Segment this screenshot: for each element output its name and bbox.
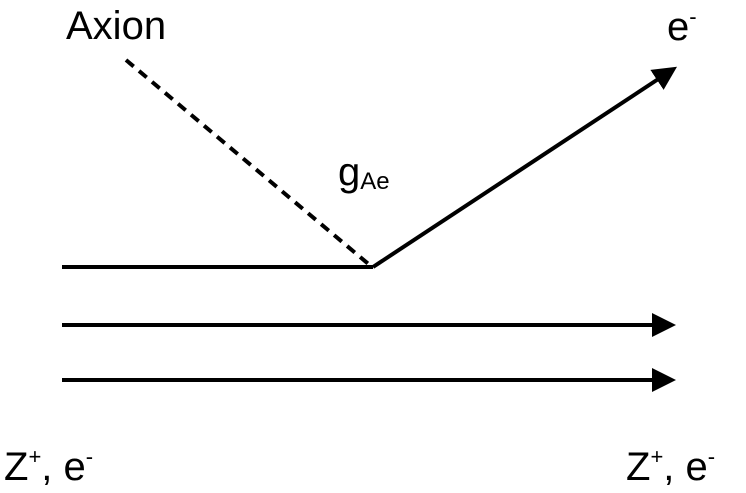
right-sep: , e bbox=[663, 445, 708, 489]
right-e-sup: - bbox=[707, 444, 716, 469]
coupling-base: g bbox=[338, 150, 361, 194]
right-z: Z bbox=[626, 445, 651, 489]
electron-out-sup: - bbox=[689, 4, 697, 29]
left-z-sup: + bbox=[28, 444, 42, 469]
axion-label: Axion bbox=[66, 4, 167, 48]
right-z-sup: + bbox=[650, 444, 664, 469]
left-z: Z bbox=[4, 445, 29, 489]
left-bottom-label: Z+, e- bbox=[4, 444, 94, 489]
axion-dashed-line bbox=[124, 58, 374, 269]
electron-out-label: e- bbox=[667, 4, 697, 49]
coupling-sub: Ae bbox=[360, 168, 390, 195]
left-e-sup: - bbox=[85, 444, 94, 469]
left-sep: , e bbox=[41, 445, 86, 489]
right-bottom-label: Z+, e- bbox=[626, 444, 716, 489]
electron-out-base: e bbox=[667, 5, 690, 49]
coupling-label: gAe bbox=[338, 152, 390, 194]
outgoing-electron-arrow bbox=[371, 66, 678, 269]
